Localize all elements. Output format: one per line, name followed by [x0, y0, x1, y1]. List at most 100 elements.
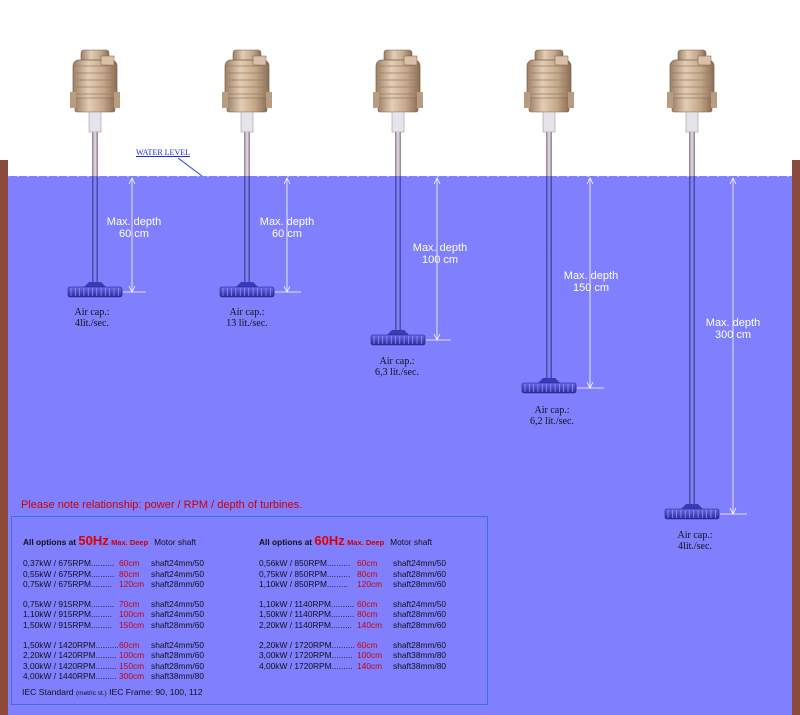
shaft-size: shaft24mm/50	[393, 599, 447, 610]
depth-value: 150 cm	[572, 282, 610, 294]
motor-flange	[377, 97, 419, 113]
shaft-size: shaft24mm/50	[151, 640, 205, 651]
max-depth-value: 150cm	[119, 619, 145, 630]
max-depth-value: 60cm	[119, 558, 140, 569]
depth-value: 60 cm	[272, 228, 302, 240]
motor-foot	[417, 92, 423, 108]
iec-footer: IEC Standard (metric st.) IEC Frame: 90,…	[22, 687, 203, 697]
relationship-note: Please note relationship: power / RPM / …	[21, 499, 303, 511]
depth-label-text: Max. depth	[106, 216, 162, 228]
shaft-size: shaft28mm/60	[151, 619, 205, 630]
shaft-submerged	[244, 176, 250, 286]
water-surface	[7, 172, 799, 177]
max-depth-value: 70cm	[119, 599, 140, 610]
shaft-size: shaft28mm/60	[393, 568, 447, 579]
power-rpm: 3,00kW / 1420RPM.........	[23, 660, 117, 671]
air-cap-value: 6,3 lit./sec.	[375, 367, 419, 378]
shaft-submerged	[689, 176, 695, 508]
turbine-hub	[386, 330, 410, 336]
shaft-size: shaft28mm/60	[151, 578, 205, 589]
motor-foot	[568, 92, 574, 108]
iec-standard: IEC Standard	[22, 687, 76, 697]
turbine-impeller	[219, 286, 275, 298]
turbines-layer	[67, 49, 747, 520]
air-cap-text: Air cap.:	[677, 530, 713, 541]
air-cap-value: 6,2 lit./sec.	[530, 416, 574, 427]
iec-standard-note: (metric st.)	[75, 690, 107, 697]
water-level-pointer	[177, 157, 203, 177]
max-depth-value: 300cm	[119, 670, 145, 681]
shaft-coupling	[88, 111, 102, 133]
air-cap-value: 13 lit./sec.	[226, 318, 268, 329]
turbine-hub	[83, 282, 107, 288]
power-rpm: 0,75kW / 850RPM..........	[259, 568, 351, 579]
air-cap-text: Air cap.:	[534, 405, 570, 416]
turbine-hub	[537, 378, 561, 384]
header-prefix: All options at	[259, 537, 315, 547]
option-row: 1,50kW / 915RPM......... 150cm shaft28mm/6…	[23, 620, 243, 630]
max-depth-value: 80cm	[357, 568, 378, 579]
motor-flange	[226, 97, 268, 113]
depth-label-text: Max. depth	[412, 242, 468, 254]
shaft-submerged	[395, 176, 401, 334]
motor-foot	[667, 92, 673, 108]
shaft-submerged	[92, 176, 98, 286]
shaft-dry	[546, 132, 552, 176]
terminal-box	[252, 55, 267, 66]
power-rpm: 1,10kW / 850RPM.........	[259, 578, 348, 589]
power-rpm: 0,56kW / 850RPM..........	[259, 558, 351, 569]
power-rpm: 1,10kW / 915RPM.........	[23, 609, 112, 620]
shaft-coupling	[685, 111, 699, 133]
shaft-size: shaft24mm/50	[151, 558, 205, 569]
depth-arrow-top	[586, 177, 594, 185]
power-rpm: 4,00kW / 1720RPM.........	[259, 660, 353, 671]
air-cap-text: Air cap.:	[74, 307, 110, 318]
shaft-coupling	[391, 111, 405, 133]
header-prefix: All options at	[23, 537, 79, 547]
motor-flange	[74, 97, 116, 113]
option-row: 0,75kW / 850RPM.......... 80cm shaft28mm/6…	[259, 569, 484, 579]
depth-value: 60 cm	[119, 228, 149, 240]
shaft-coupling	[542, 111, 556, 133]
air-cap-value: 4lit./sec.	[678, 541, 712, 552]
power-rpm: 2,20kW / 1720RPM..........	[259, 640, 355, 651]
air-cap-text: Air cap.:	[229, 307, 265, 318]
power-rpm: 0,75kW / 915RPM..........	[23, 599, 115, 610]
turbine-impeller	[521, 382, 577, 394]
shaft-coupling	[240, 111, 254, 133]
motor-foot	[373, 92, 379, 108]
depth-label-text: Max. depth	[705, 317, 761, 329]
air-cap-label-1: Air cap.:4lit./sec.	[62, 307, 122, 329]
turbine-impeller	[664, 508, 720, 520]
motor-shaft-label: Motor shaft	[390, 537, 433, 547]
shaft-size: shaft24mm/50	[151, 599, 205, 610]
power-rpm: 1,50kW / 915RPM.........	[23, 619, 112, 630]
power-rpm: 4,00kW / 1440RPM.........	[23, 670, 117, 681]
air-cap-label-3: Air cap.:6,3 lit./sec.	[367, 356, 427, 378]
max-depth-value: 60cm	[119, 640, 140, 651]
tank-wall-right	[792, 160, 800, 715]
max-depth-value: 80cm	[357, 609, 378, 620]
motor-foot	[711, 92, 717, 108]
terminal-box	[403, 55, 418, 66]
turbine-hub	[680, 504, 704, 510]
turbine-impeller	[370, 334, 426, 346]
